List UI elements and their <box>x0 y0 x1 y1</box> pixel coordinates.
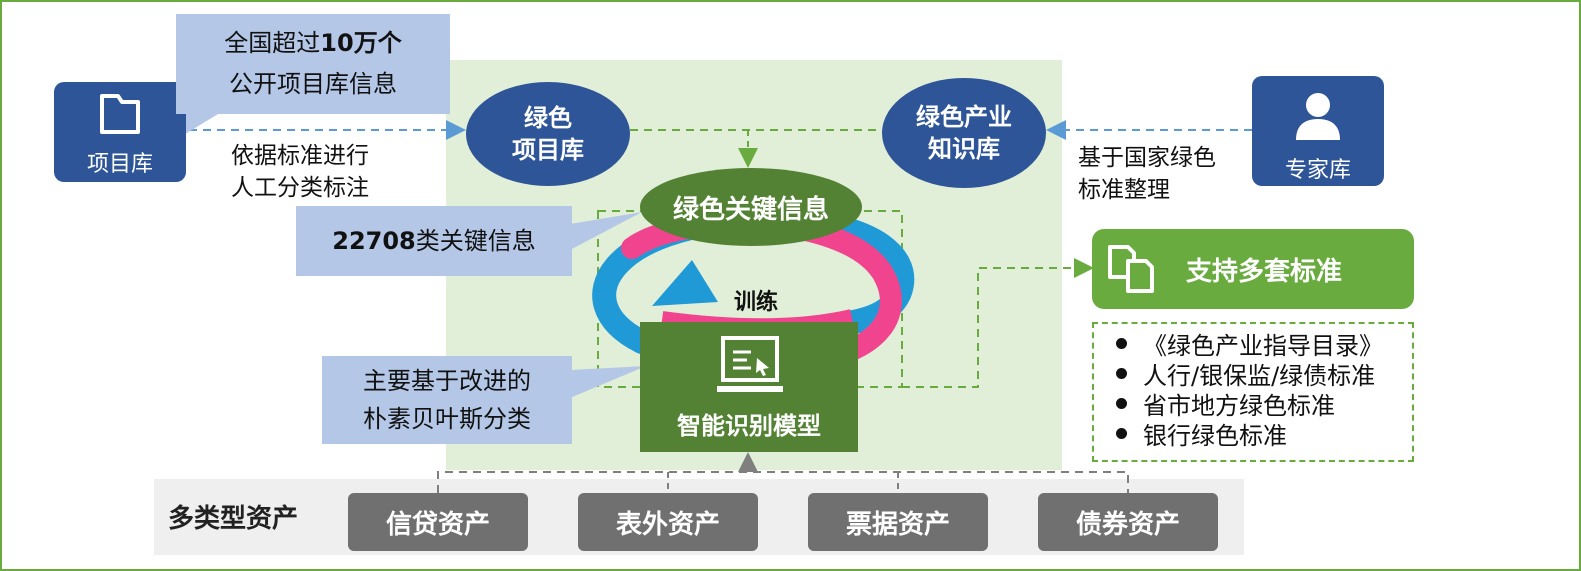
list-item: 银行绿色标准 <box>1116 418 1412 450</box>
asset-bill-button[interactable]: 票据资产 <box>808 493 988 551</box>
list-item: 省市地方绿色标准 <box>1116 388 1412 420</box>
callout-top-line1: 全国超过10万个 <box>224 29 402 58</box>
bullet-icon <box>1116 397 1127 409</box>
callout-mid-pointer <box>570 212 642 250</box>
callout-naive-bayes: 主要基于改进的 朴素贝叶斯分类 <box>322 356 572 444</box>
callout-top-line2: 公开项目库信息 <box>229 70 397 98</box>
asset-credit-button[interactable]: 信贷资产 <box>348 493 528 551</box>
project-db-label: 项目库 <box>86 152 153 177</box>
green-industry-knowledge-db[interactable]: 绿色产业知识库 <box>882 78 1046 188</box>
list-item: 《绿色产业指导目录》 <box>1116 328 1412 360</box>
bullet-icon <box>1116 367 1127 379</box>
asset-bracket <box>437 471 1129 493</box>
standards-list: 《绿色产业指导目录》 人行/银保监/绿债标准 省市地方绿色标准 银行绿色标准 <box>1092 322 1414 462</box>
bullet-icon <box>1116 427 1127 439</box>
model-label: 智能识别模型 <box>677 412 821 440</box>
smart-recognition-model[interactable]: 智能识别模型 <box>640 322 858 452</box>
expert-db-label: 专家库 <box>1284 158 1351 183</box>
monitor-icon <box>717 336 783 392</box>
copy-docs-icon <box>1108 245 1154 293</box>
support-label: 支持多套标准 <box>1186 257 1343 287</box>
training-label: 训练 <box>734 290 779 315</box>
project-db-box[interactable]: 项目库 <box>54 82 186 182</box>
asset-off-balance-button[interactable]: 表外资产 <box>578 493 758 551</box>
folder-icon <box>100 94 140 134</box>
support-arrow <box>902 258 1094 388</box>
callout-low-pointer <box>570 366 646 398</box>
national-standard-note: 基于国家绿色 标准整理 <box>1078 145 1216 204</box>
green-key-info[interactable]: 绿色关键信息 <box>640 168 862 246</box>
person-icon <box>1296 93 1340 140</box>
callout-public-projects: 全国超过10万个 公开项目库信息 <box>176 14 450 114</box>
expert-db-box[interactable]: 专家库 <box>1252 76 1384 186</box>
asset-bond-button[interactable]: 债券资产 <box>1038 493 1218 551</box>
asset-types-title: 多类型资产 <box>168 504 299 534</box>
list-item: 人行/银保监/绿债标准 <box>1116 358 1412 390</box>
green-project-db[interactable]: 绿色项目库 <box>466 82 630 186</box>
bullet-icon <box>1116 337 1127 349</box>
support-multiple-standards[interactable]: 支持多套标准 <box>1092 229 1414 309</box>
callout-key-info-count: 22708类关键信息 <box>296 206 572 276</box>
manual-annotation-note: 依据标准进行 人工分类标注 <box>231 143 369 202</box>
